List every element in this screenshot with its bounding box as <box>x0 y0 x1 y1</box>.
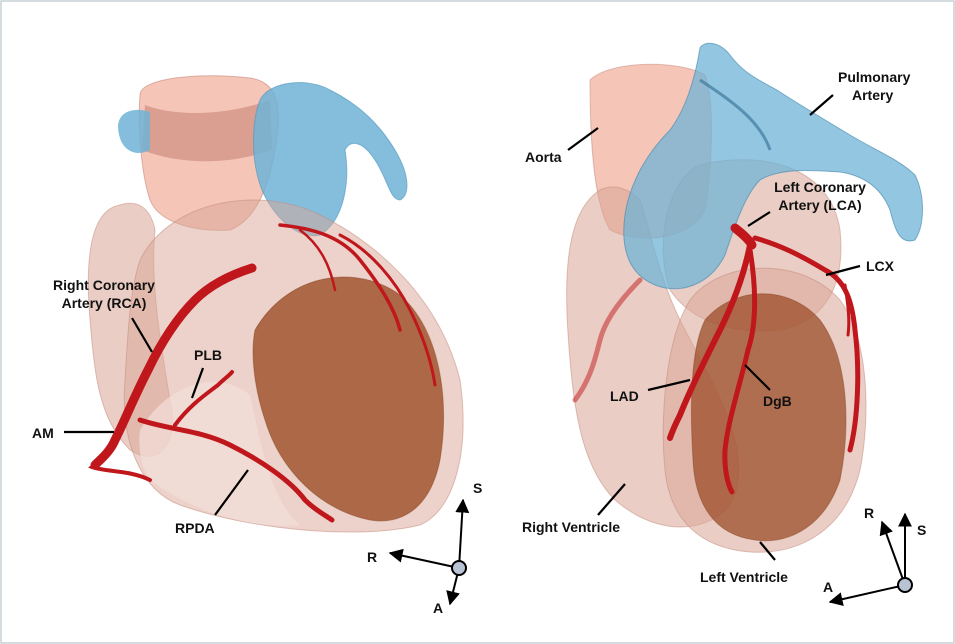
pulmonary-label-line2: Artery <box>852 87 893 103</box>
rca-label-line2: Artery (RCA) <box>62 295 147 311</box>
aorta-label: Aorta <box>525 149 562 165</box>
axis-s-label-left: S <box>473 480 482 496</box>
lca-label-line1: Left Coronary <box>774 179 866 195</box>
axis-r-label-left: R <box>367 549 377 565</box>
rpda-label: RPDA <box>175 520 215 536</box>
axis-a-label-right: A <box>823 579 833 595</box>
axis-origin-left <box>452 561 466 575</box>
lca-label-line2: Artery (LCA) <box>778 197 861 213</box>
axis-a-label-left: A <box>433 600 443 616</box>
axis-origin-right <box>898 578 912 592</box>
left-ventricle-label: Left Ventricle <box>700 569 788 585</box>
pulmonary-label-line1: Pulmonary <box>838 69 911 85</box>
axis-s-label-right: S <box>917 522 926 538</box>
dgb-label: DgB <box>763 393 792 409</box>
right-ventricle-label: Right Ventricle <box>522 519 620 535</box>
lad-label: LAD <box>610 388 639 404</box>
rca-label-line1: Right Coronary <box>53 277 155 293</box>
plb-label: PLB <box>194 347 222 363</box>
left-ventricle-right-view <box>691 294 846 541</box>
lcx-label: LCX <box>866 258 895 274</box>
axis-r-label-right: R <box>864 505 874 521</box>
am-label: AM <box>32 425 54 441</box>
